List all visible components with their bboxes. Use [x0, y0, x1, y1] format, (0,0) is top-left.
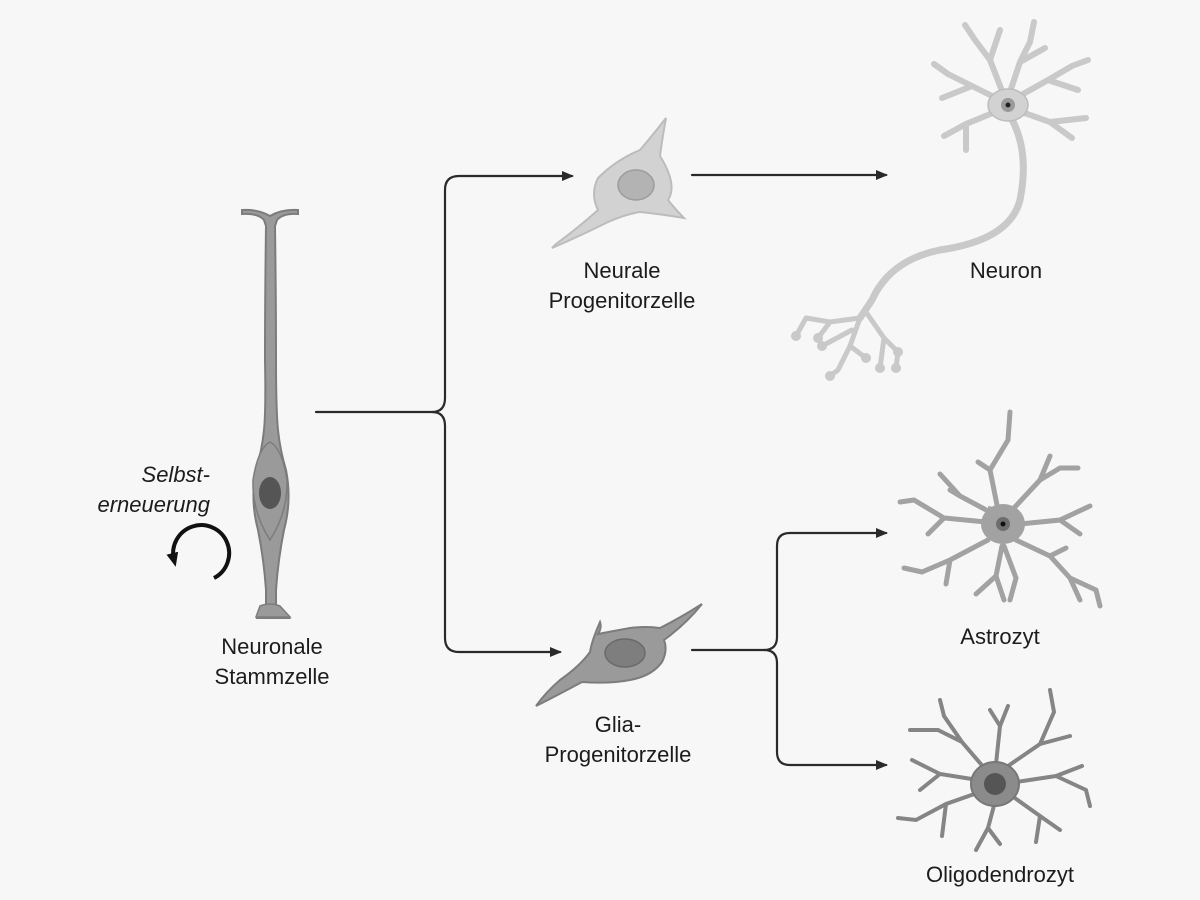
arrow-glial-progenitor-to-oligodendrocyte [762, 648, 888, 770]
neural-stem-cell [241, 208, 299, 619]
oligodendrocyte-label: Oligodendrozyt [900, 860, 1100, 890]
glial-progenitor-label-line-2: Progenitorzelle [544, 742, 692, 767]
glial-progenitor-cell [535, 603, 703, 707]
astrocyte-label: Astrozyt [930, 622, 1070, 652]
astrocyte-cell [897, 409, 1103, 609]
stem-cell-label-line-1: Neuronale [221, 634, 323, 659]
self-renewal-label-line-1: Selbst- [141, 462, 210, 487]
neural-progenitor-label: Neurale Progenitorzelle [522, 256, 722, 316]
stem-cell-label: Neuronale Stammzelle [192, 632, 352, 692]
astrocyte-label-text: Astrozyt [960, 624, 1040, 649]
glial-progenitor-label: Glia- Progenitorzelle [518, 710, 718, 770]
neural-progenitor-cell [551, 117, 687, 249]
neural-progenitor-label-line-1: Neurale [583, 258, 661, 283]
neural-progenitor-label-line-2: Progenitorzelle [548, 288, 696, 313]
neuron-cell [791, 19, 1091, 381]
arrow-glial-progenitor-to-astrocyte [690, 528, 888, 652]
oligodendrocyte-label-text: Oligodendrozyt [926, 862, 1074, 887]
arrow-stem-to-glial-progenitor [430, 410, 562, 657]
neuron-label-text: Neuron [969, 258, 1043, 283]
arrow-stem-to-neural-progenitor [314, 171, 574, 414]
stem-cell-label-line-2: Stammzelle [214, 664, 330, 689]
glial-progenitor-label-line-1: Glia- [594, 712, 642, 737]
oligodendrocyte-cell [896, 688, 1092, 852]
self-renewal-label-line-2: erneuerung [97, 492, 210, 517]
self-renewal-label: Selbst- erneuerung [70, 460, 210, 520]
circular-arrow-icon [166, 523, 232, 580]
neuron-label: Neuron [936, 256, 1076, 286]
